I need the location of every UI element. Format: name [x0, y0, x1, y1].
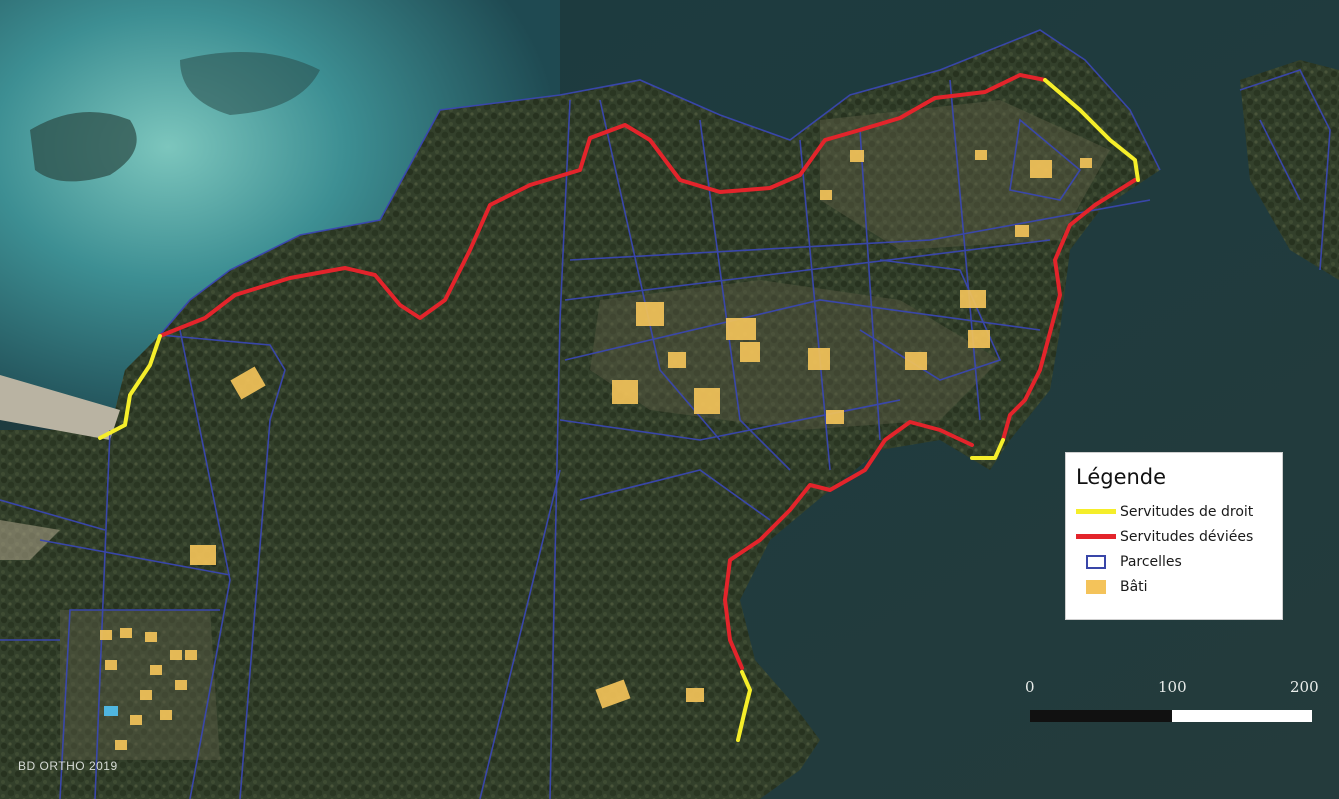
legend-label: Bâti: [1120, 578, 1148, 595]
red-line-swatch: [1076, 534, 1116, 539]
scale-segment-white: [1172, 710, 1312, 722]
route-right: [98, 334, 162, 440]
legend-title: Légende: [1076, 465, 1167, 489]
legend-label: Servitudes déviées: [1120, 528, 1254, 545]
routes-layer: [98, 73, 1140, 742]
legend-item-parcels: Parcelles: [1076, 549, 1272, 574]
scale-segment-black: [1030, 710, 1172, 722]
clearing: [60, 610, 220, 760]
clearing: [820, 100, 1110, 250]
pool: [104, 706, 118, 716]
clearing: [590, 280, 1000, 430]
scale-tick-0: 0: [1025, 678, 1035, 696]
route-deviated: [723, 420, 974, 670]
legend-label: Servitudes de droit: [1120, 503, 1254, 520]
legend-item-deviated: Servitudes déviées: [1076, 524, 1272, 549]
yellow-line-swatch: [1076, 509, 1116, 514]
route-deviated: [1001, 178, 1137, 442]
imagery-credit: BD ORTHO 2019: [18, 759, 118, 773]
parcels-layer: [0, 29, 1331, 799]
beach: [0, 375, 120, 440]
orange-fill-swatch: [1086, 579, 1106, 594]
scale-bar: 0 100 200: [1000, 678, 1330, 728]
legend-item-buildings: Bâti: [1076, 574, 1272, 599]
legend-item-right-of-way: Servitudes de droit: [1076, 499, 1272, 524]
blue-outline-swatch: [1086, 554, 1106, 569]
reef-patch: [30, 112, 137, 182]
land-main: [0, 30, 1160, 799]
route-deviated: [158, 73, 1047, 338]
route-right: [1043, 78, 1140, 182]
route-right: [736, 670, 752, 742]
reef-patch: [180, 52, 320, 115]
route-right: [970, 438, 1005, 460]
legend-label: Parcelles: [1120, 553, 1182, 570]
beach: [0, 520, 60, 560]
scale-tick-100: 100: [1158, 678, 1187, 696]
map-legend: Légende Servitudes de droit Servitudes d…: [1065, 452, 1283, 620]
scale-tick-200: 200: [1290, 678, 1319, 696]
land-island: [1240, 60, 1339, 280]
buildings-layer: [100, 150, 1092, 750]
